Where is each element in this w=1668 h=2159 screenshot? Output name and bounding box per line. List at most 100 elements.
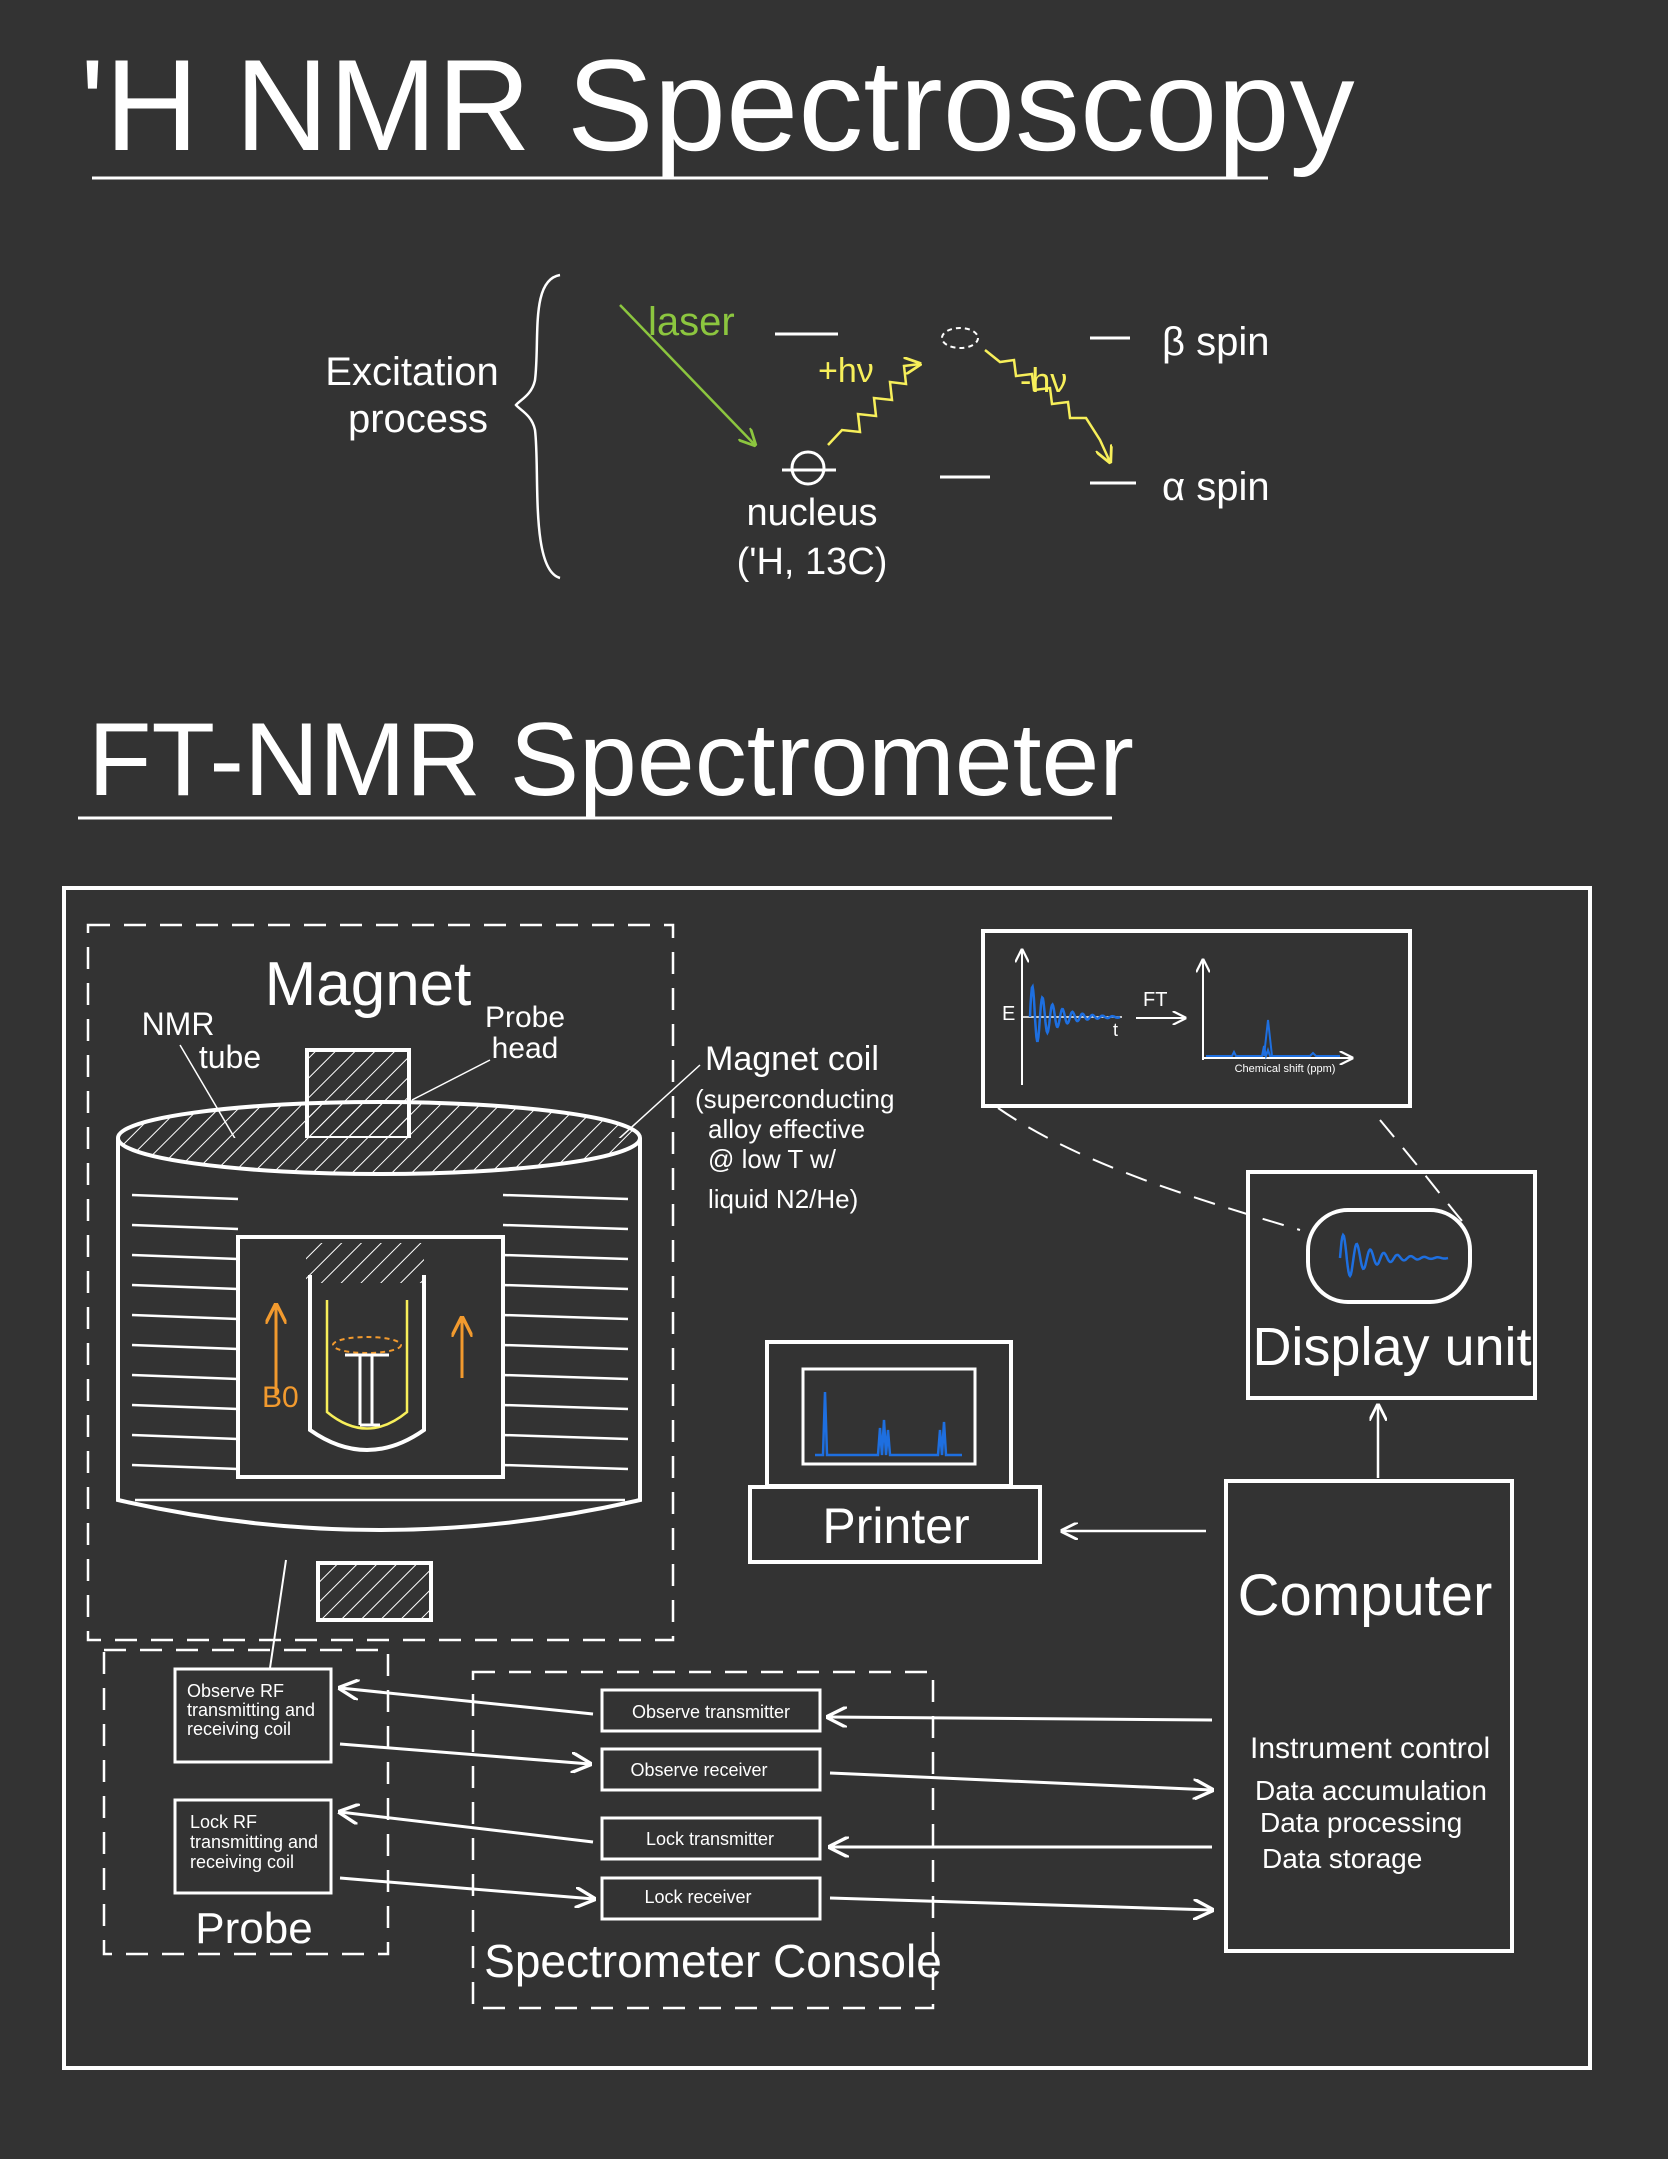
- coil-winding: [131, 1193, 239, 1201]
- spectrum-peak: [1263, 1019, 1273, 1057]
- bore-top-hatch: [306, 1243, 424, 1283]
- observe-receiver-box: [600, 1747, 822, 1792]
- magnet-coil-windings: [131, 1193, 629, 1502]
- fid-time-label: t: [1113, 1020, 1118, 1040]
- display-screen-signal: [1338, 1232, 1449, 1279]
- coil-winding: [131, 1373, 239, 1381]
- coil-winding: [131, 1283, 239, 1291]
- coil-winding: [502, 1223, 629, 1231]
- zoom-callout-right: [1379, 1119, 1471, 1231]
- coil-winding: [502, 1283, 629, 1291]
- probe-title: Probe: [195, 1904, 312, 1953]
- spectrum-baseline: [1206, 1045, 1340, 1060]
- lock-coil-box: [173, 1798, 333, 1895]
- coil-winding: [502, 1463, 629, 1471]
- emit-photon-wave: [984, 349, 1110, 462]
- coil-winding: [131, 1433, 239, 1441]
- display-unit-label: Display unit: [1252, 1317, 1531, 1377]
- laser-label: laser: [648, 300, 735, 344]
- fid-energy-label: E: [1002, 1003, 1015, 1025]
- observe-coil-box: [173, 1667, 333, 1764]
- coil-winding: [131, 1463, 239, 1471]
- magnet-title: Magnet: [265, 950, 472, 1019]
- probe-boundary: [102, 1648, 390, 1956]
- nmr-tube-label-line2: tube: [199, 1039, 261, 1075]
- lock-transmit-arrow: [340, 1812, 594, 1844]
- probe-insert: [308, 1275, 426, 1452]
- zoom-callout-left: [997, 1107, 1301, 1231]
- lock-transmitter-label: Lock transmitter: [646, 1829, 774, 1849]
- absorb-photon-wave: [827, 364, 920, 446]
- signal-arrows: [340, 1688, 1212, 1910]
- coil-winding: [502, 1433, 629, 1441]
- magnet-coil-label-line3: alloy effective: [708, 1114, 865, 1144]
- laser-arrow: [619, 304, 755, 445]
- observe-receive-arrow: [339, 1742, 590, 1764]
- lock-receiver-box: [600, 1876, 822, 1921]
- observe-coil-shape: [325, 1300, 409, 1430]
- nucleus-examples: ('H, 13C): [737, 541, 888, 583]
- computer-to-observe-transmitter-arrow: [828, 1717, 1213, 1720]
- main-title: 'H NMR Spectroscopy: [80, 32, 1355, 178]
- beta-spin-label: β spin: [1162, 320, 1270, 364]
- field-label: B0: [262, 1381, 299, 1414]
- sample-spin-ring: [332, 1336, 402, 1354]
- absorb-label: +hν: [818, 352, 874, 390]
- printer-spectrum: [815, 1391, 962, 1457]
- computer-function: Data storage: [1262, 1843, 1422, 1874]
- probe-cable: [269, 1559, 287, 1669]
- spectrum-window: [981, 929, 1412, 1108]
- display-unit-box: [1246, 1170, 1537, 1400]
- observe-transmit-arrow: [340, 1688, 594, 1716]
- nucleus-label: nucleus: [747, 492, 878, 534]
- lock-receive-arrow: [339, 1876, 594, 1899]
- computer-title: Computer: [1238, 1563, 1493, 1628]
- ft-label: FT: [1143, 989, 1167, 1011]
- observe-coil-label: receiving coil: [187, 1719, 291, 1739]
- fid-signal: [1028, 983, 1121, 1043]
- observe-receiver-label: Observe receiver: [630, 1760, 767, 1780]
- computer-function: Data processing: [1260, 1807, 1462, 1838]
- probe-head-label-line2: head: [492, 1032, 559, 1065]
- excitation-label-line2: process: [348, 397, 488, 441]
- coil-winding: [131, 1253, 239, 1261]
- emit-label: -hν: [1020, 362, 1067, 400]
- coil-winding: [502, 1253, 629, 1261]
- magnet-coil-label-line2: (superconducting: [695, 1084, 894, 1114]
- printer-output-sheet: [801, 1367, 977, 1466]
- lock-receiver-label: Lock receiver: [644, 1887, 751, 1907]
- coil-winding: [502, 1403, 629, 1411]
- coil-winding: [131, 1403, 239, 1411]
- alpha-spin-label: α spin: [1162, 465, 1270, 509]
- observe-coil-label: transmitting and: [187, 1700, 315, 1720]
- coil-winding: [131, 1223, 239, 1231]
- magnet-base-block: [316, 1561, 433, 1622]
- excitation-brace: [514, 273, 561, 580]
- magnet-boundary: [86, 923, 675, 1642]
- nmr-tube-label-line1: NMR: [142, 1006, 215, 1042]
- lock-receiver-to-computer-arrow: [829, 1896, 1212, 1910]
- spectrum-x-label: Chemical shift (ppm): [1235, 1063, 1336, 1075]
- spectrometer-frame: [62, 886, 1592, 2070]
- computer-function: Instrument control: [1250, 1732, 1490, 1765]
- excitation-label-line1: Excitation: [325, 350, 498, 394]
- printer-label: Printer: [822, 1498, 969, 1554]
- magnet-coil-label-line1: Magnet coil: [705, 1040, 879, 1078]
- probe-head-label-line1: Probe: [485, 1001, 565, 1034]
- section-title: FT-NMR Spectrometer: [88, 702, 1134, 818]
- magnet-coil-label-line4: @ low T w/: [708, 1144, 837, 1174]
- coil-winding: [131, 1313, 239, 1321]
- computer-box: [1224, 1479, 1514, 1953]
- coil-winding: [502, 1193, 629, 1201]
- console-title: Spectrometer Console: [484, 1935, 942, 1987]
- nucleus-icon: [790, 450, 826, 486]
- coil-winding: [502, 1373, 629, 1381]
- console-boundary: [471, 1670, 935, 2010]
- excited-nucleus-icon: [941, 327, 979, 349]
- lock-coil-label: receiving coil: [190, 1852, 294, 1872]
- probe-head-leader: [411, 1059, 491, 1101]
- lock-transmitter-box: [600, 1816, 822, 1861]
- observe-transmitter-label: Observe transmitter: [632, 1702, 790, 1722]
- coil-winding: [502, 1313, 629, 1321]
- printer-body: [748, 1485, 1042, 1564]
